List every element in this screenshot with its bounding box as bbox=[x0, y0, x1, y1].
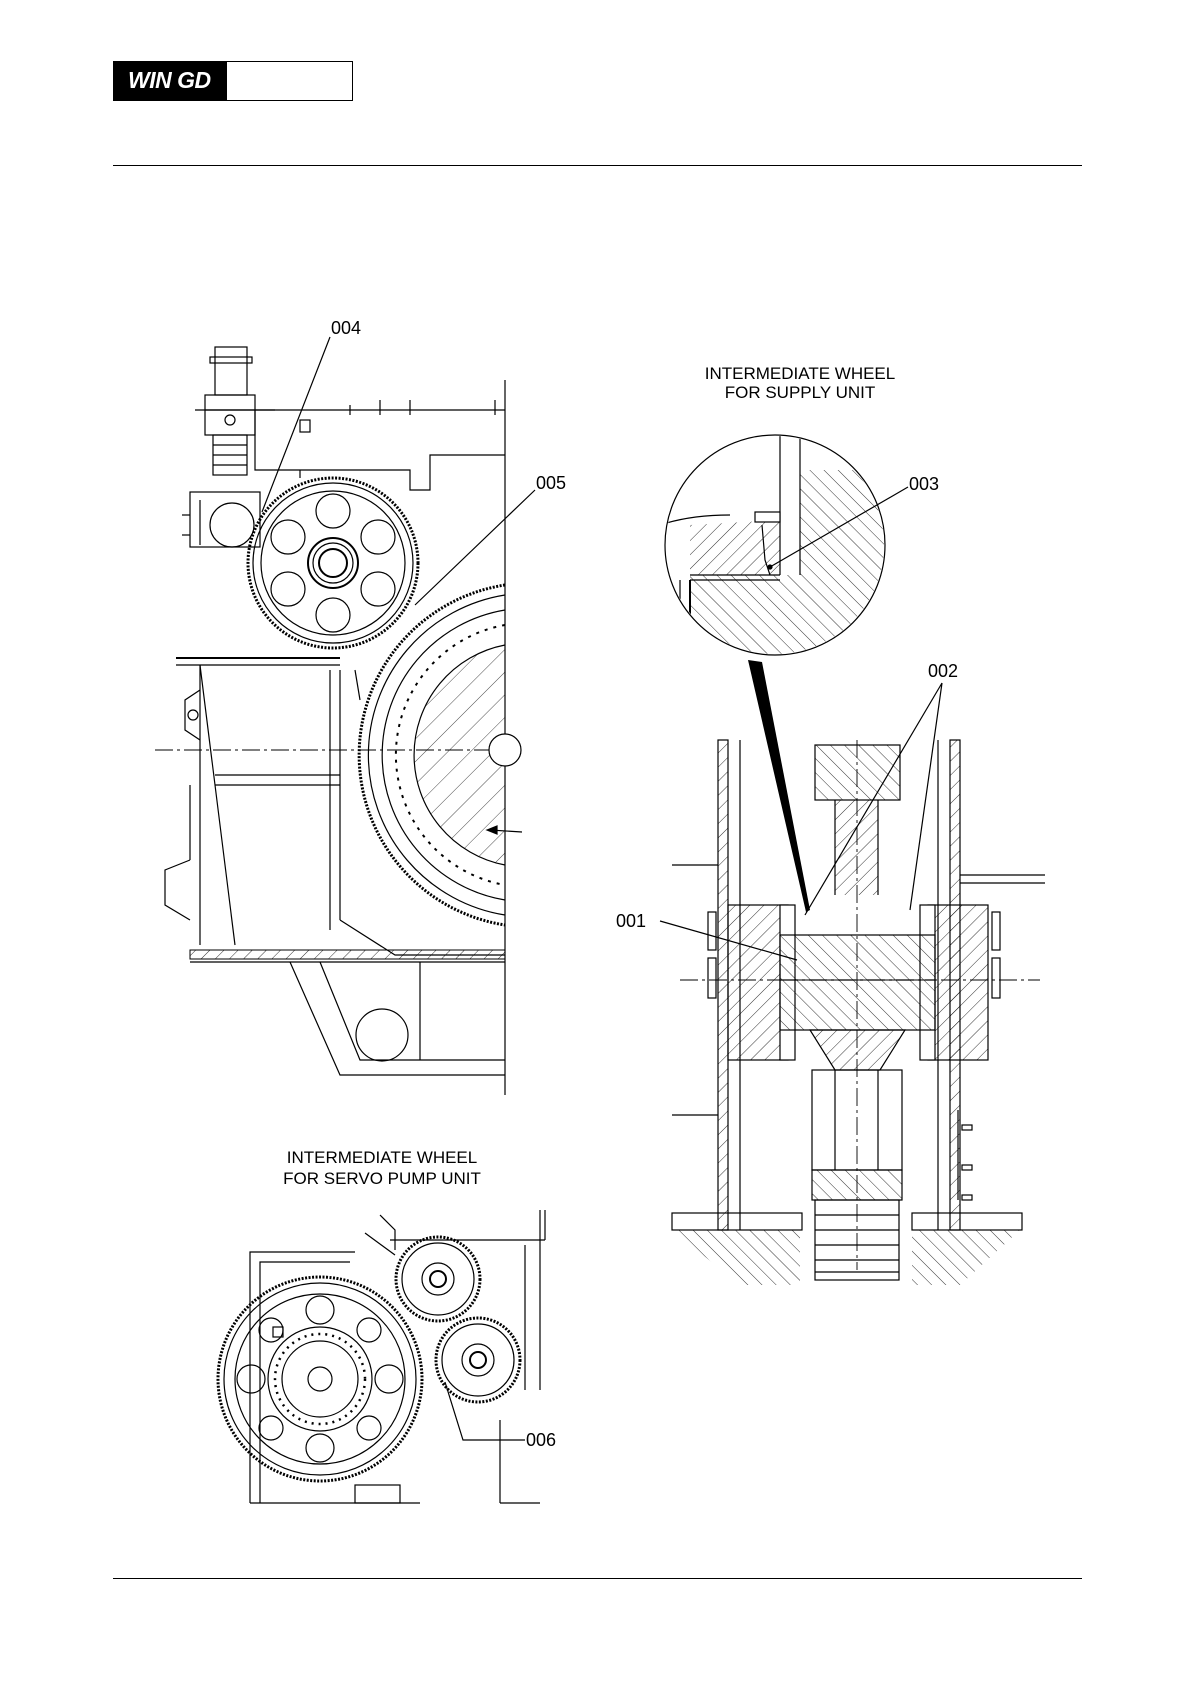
detail-pointer bbox=[748, 660, 810, 912]
callout-001: 001 bbox=[616, 911, 646, 931]
callout-006: 006 bbox=[526, 1430, 556, 1450]
caption-supply-line2: FOR SUPPLY UNIT bbox=[725, 383, 876, 402]
caption-servo-line1: INTERMEDIATE WHEEL bbox=[287, 1148, 477, 1167]
section-leaders bbox=[660, 683, 942, 960]
servo-leaders bbox=[445, 1382, 525, 1440]
supply-unit-section bbox=[672, 740, 1045, 1285]
caption-servo-line2: FOR SERVO PUMP UNIT bbox=[283, 1169, 481, 1188]
caption-supply-line1: INTERMEDIATE WHEEL bbox=[705, 364, 895, 383]
callout-005: 005 bbox=[536, 473, 566, 493]
callout-004: 004 bbox=[331, 318, 361, 338]
servo-pump-gear-view bbox=[218, 1210, 545, 1503]
detail-magnifier bbox=[660, 430, 908, 665]
callout-002: 002 bbox=[928, 661, 958, 681]
main-view-leaders bbox=[262, 337, 535, 605]
main-gear-train-view bbox=[155, 347, 522, 1095]
callout-003: 003 bbox=[909, 474, 939, 494]
